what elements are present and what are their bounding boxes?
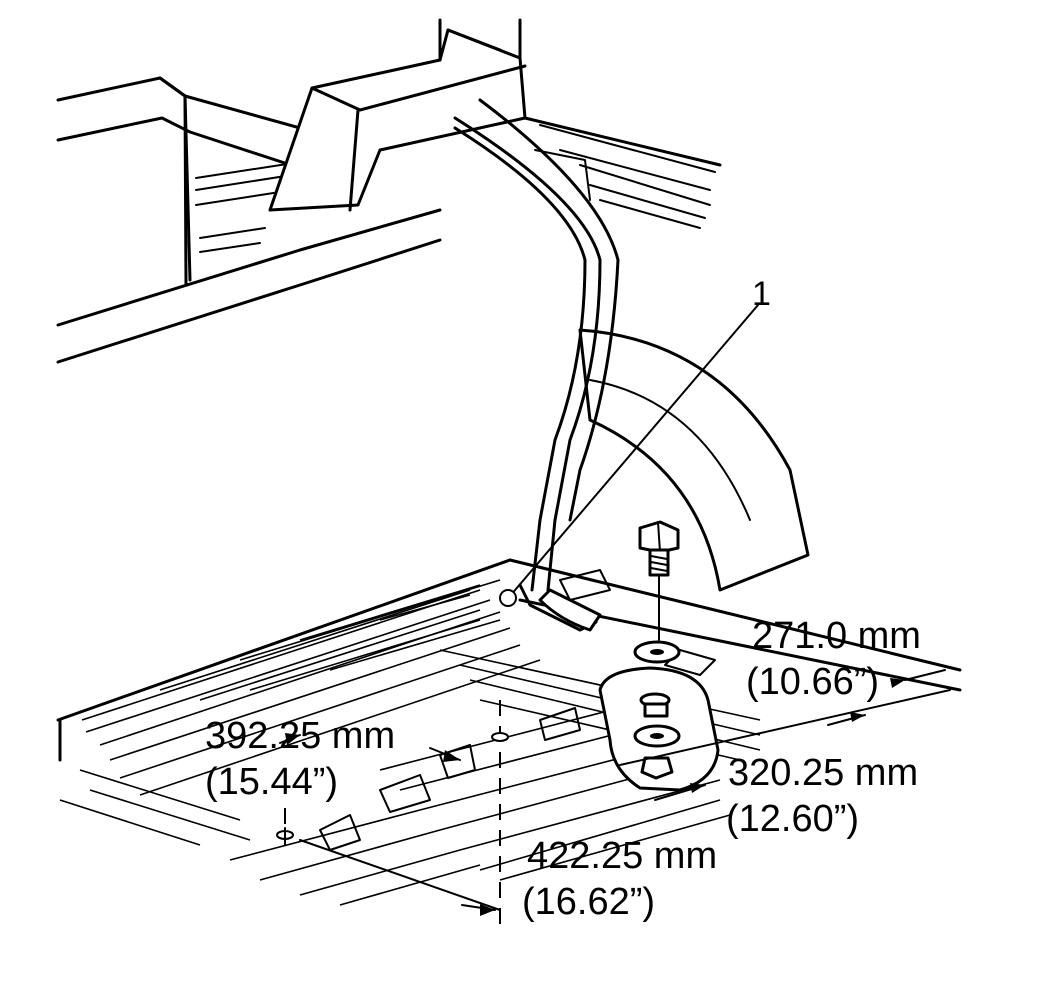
dim-271-in: (10.66”) [746, 661, 879, 703]
leader-dot [499, 589, 517, 607]
dim-320-mm: 320.25 mm [728, 752, 918, 794]
dim-422-mm: 422.25 mm [527, 835, 717, 877]
tie-down-strap [453, 98, 620, 632]
dim-392-mm: 392.25 mm [205, 715, 395, 757]
callout-1: 1 [499, 275, 771, 607]
spacer [643, 702, 669, 718]
cab-bulkhead [268, 18, 722, 229]
hardware-stack [598, 520, 720, 792]
dimension-lines [279, 669, 951, 916]
callout-number: 1 [752, 275, 771, 313]
dim-392-in: (15.44”) [205, 761, 338, 803]
dimension-label-422: 422.25 mm (16.62”) [522, 835, 717, 923]
nut [640, 756, 674, 780]
dimension-label-320: 320.25 mm (12.60”) [726, 752, 918, 840]
dimension-label-271: 271.0 mm (10.66”) [746, 615, 921, 703]
dim-422-in: (16.62”) [522, 881, 655, 923]
dim-271-mm: 271.0 mm [752, 615, 921, 657]
wheel-well [578, 328, 810, 592]
floor-hole-2 [491, 732, 509, 742]
bed-floor [56, 558, 962, 906]
bed-side-panel [56, 76, 442, 364]
hole-locators [276, 700, 509, 925]
dimension-label-392: 392.25 mm (15.44”) [205, 715, 395, 803]
dim-320-in: (12.60”) [726, 798, 859, 840]
